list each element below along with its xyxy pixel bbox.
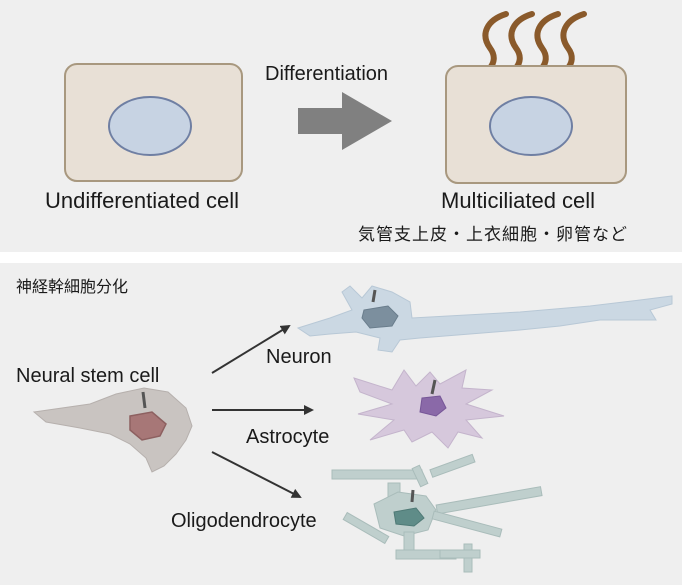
neural-stem-cell-label: Neural stem cell — [16, 365, 160, 387]
nucleus — [489, 96, 573, 156]
cilia — [482, 11, 587, 71]
arrow-to-oligodendrocyte — [211, 451, 302, 498]
multiciliated-cell-label: Multiciliated cell — [441, 188, 596, 213]
differentiation-label: Differentiation — [265, 63, 389, 85]
arrow-to-neuron — [211, 324, 291, 374]
neural-stem-cell — [32, 387, 193, 473]
astrocyte-label: Astrocyte — [246, 426, 330, 448]
astrocyte-cell — [353, 369, 505, 449]
neuron-label: Neuron — [266, 346, 332, 368]
differentiation-arrow — [298, 92, 392, 150]
neuron-cell — [296, 285, 673, 353]
multiciliated-cell — [445, 11, 627, 184]
undifferentiated-cell-label: Undifferentiated cell — [45, 188, 240, 213]
undifferentiated-cell — [64, 63, 243, 182]
nucleus — [108, 96, 192, 156]
oligodendrocyte-label: Oligodendrocyte — [171, 510, 317, 532]
nucleus — [129, 411, 167, 441]
section-title: 神経幹細胞分化 — [16, 279, 129, 296]
oligodendrocyte-cell — [331, 453, 543, 573]
multiciliated-examples-label: 気管支上皮・上衣細胞・卵管など — [358, 225, 628, 244]
